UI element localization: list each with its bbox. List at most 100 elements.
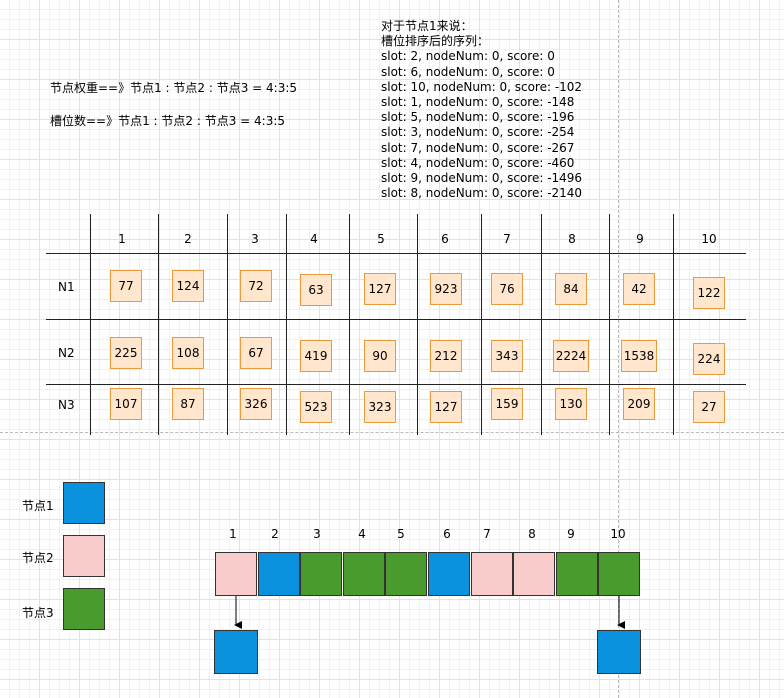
hash-slot — [598, 552, 641, 596]
table-row-label: N2 — [58, 346, 75, 360]
score-cell: 1538 — [621, 340, 657, 372]
hash-slot — [428, 552, 470, 596]
slot-number: 9 — [567, 527, 575, 541]
score-cell: 127 — [364, 273, 396, 305]
score-cell: 122 — [693, 277, 725, 309]
table-column-header: 6 — [441, 232, 449, 246]
note-line: slot: 7, nodeNum: 0, score: -267 — [381, 140, 575, 155]
table-row-label: N1 — [58, 280, 75, 294]
table-column-divider — [673, 214, 674, 435]
hash-slot — [342, 552, 385, 596]
table-column-divider — [417, 214, 418, 435]
hash-slot — [513, 552, 556, 596]
table-column-header: 7 — [503, 232, 511, 246]
slot-number: 7 — [483, 527, 491, 541]
legend-label-node1: 节点1 — [22, 499, 54, 513]
slot-number: 6 — [443, 527, 451, 541]
legend-label-node3: 节点3 — [22, 606, 54, 620]
slot-number: 5 — [397, 527, 405, 541]
table-row-label: N3 — [58, 398, 75, 412]
hash-slot — [257, 552, 300, 596]
table-column-divider — [286, 214, 287, 435]
weight-ratio-text: 节点权重==》节点1 : 节点2 : 节点3 = 4:3:5 — [50, 81, 298, 95]
score-cell: 27 — [693, 391, 725, 423]
score-cell: 523 — [300, 391, 332, 423]
score-cell: 90 — [364, 340, 396, 372]
slot-number: 10 — [610, 527, 626, 541]
score-cell: 84 — [555, 273, 587, 305]
legend-label-node2: 节点2 — [22, 551, 54, 565]
score-cell: 107 — [110, 388, 142, 420]
note-line: slot: 5, nodeNum: 0, score: -196 — [381, 110, 575, 125]
table-column-divider — [227, 214, 228, 435]
note-line: slot: 10, nodeNum: 0, score: -102 — [381, 79, 583, 94]
score-cell: 326 — [240, 388, 272, 420]
score-cell: 42 — [623, 273, 655, 305]
slot-number: 4 — [358, 527, 366, 541]
slot-number: 8 — [528, 527, 536, 541]
note-line: slot: 3, nodeNum: 0, score: -254 — [381, 125, 575, 140]
slot-count-ratio-text: 槽位数==》节点1 : 节点2 : 节点3 = 4:3:5 — [50, 114, 286, 128]
hash-slot — [470, 552, 513, 596]
table-column-header: 8 — [568, 232, 576, 246]
legend-swatch-node2 — [63, 535, 105, 577]
hash-slot — [555, 552, 598, 596]
legend-swatch-node3 — [63, 588, 105, 630]
score-cell: 225 — [110, 337, 142, 369]
table-column-header: 10 — [701, 232, 717, 246]
slot-number: 2 — [271, 527, 279, 541]
table-column-header: 4 — [310, 232, 318, 246]
score-cell: 124 — [172, 270, 204, 302]
legend-swatch-node1 — [63, 482, 105, 524]
note-line: slot: 2, nodeNum: 0, score: 0 — [381, 49, 555, 64]
score-cell: 67 — [240, 337, 272, 369]
note-line: slot: 8, nodeNum: 0, score: -2140 — [381, 186, 583, 201]
score-cell: 159 — [491, 388, 523, 420]
slot-number: 1 — [229, 527, 237, 541]
table-column-divider — [609, 214, 610, 435]
score-cell: 323 — [364, 391, 396, 423]
score-cell: 77 — [110, 270, 142, 302]
score-cell: 127 — [430, 391, 462, 423]
selected-node1-box-left — [214, 630, 258, 674]
score-cell: 224 — [693, 343, 725, 375]
note-subtitle: 槽位排序后的序列： — [381, 34, 490, 49]
table-column-header: 9 — [636, 232, 644, 246]
table-column-divider — [481, 214, 482, 435]
note-line: slot: 4, nodeNum: 0, score: -460 — [381, 155, 575, 170]
table-column-divider — [349, 214, 350, 435]
table-column-divider — [541, 214, 542, 435]
score-cell: 923 — [430, 273, 462, 305]
note-line: slot: 6, nodeNum: 0, score: 0 — [381, 64, 555, 79]
score-cell: 130 — [555, 388, 587, 420]
note-title: 对于节点1来说： — [381, 19, 473, 33]
table-column-header: 3 — [251, 232, 259, 246]
table-column-header: 1 — [118, 232, 126, 246]
dashed-guide-vertical — [618, 0, 619, 698]
hash-slot — [215, 552, 257, 596]
sorted-slots-note: 对于节点1来说： 槽位排序后的序列： slot: 2, nodeNum: 0, … — [381, 19, 582, 201]
selected-node1-box-right — [597, 630, 641, 674]
score-cell: 76 — [491, 273, 523, 305]
score-cell: 2224 — [553, 340, 589, 372]
score-cell: 72 — [240, 270, 272, 302]
slot-number: 3 — [313, 527, 321, 541]
score-cell: 343 — [491, 340, 523, 372]
score-cell: 212 — [430, 340, 462, 372]
score-cell: 209 — [623, 388, 655, 420]
table-column-divider — [90, 214, 91, 435]
note-line: slot: 9, nodeNum: 0, score: -1496 — [381, 171, 583, 186]
table-row-divider — [46, 384, 746, 385]
dashed-guide-horizontal — [0, 432, 784, 433]
score-cell: 419 — [300, 340, 332, 372]
table-row-divider — [46, 319, 746, 320]
table-column-header: 5 — [377, 232, 385, 246]
score-cell: 63 — [300, 274, 332, 306]
score-cell: 87 — [172, 388, 204, 420]
score-cell: 108 — [172, 337, 204, 369]
table-row-divider — [46, 253, 746, 254]
hash-slot — [385, 552, 428, 596]
table-column-divider — [158, 214, 159, 435]
